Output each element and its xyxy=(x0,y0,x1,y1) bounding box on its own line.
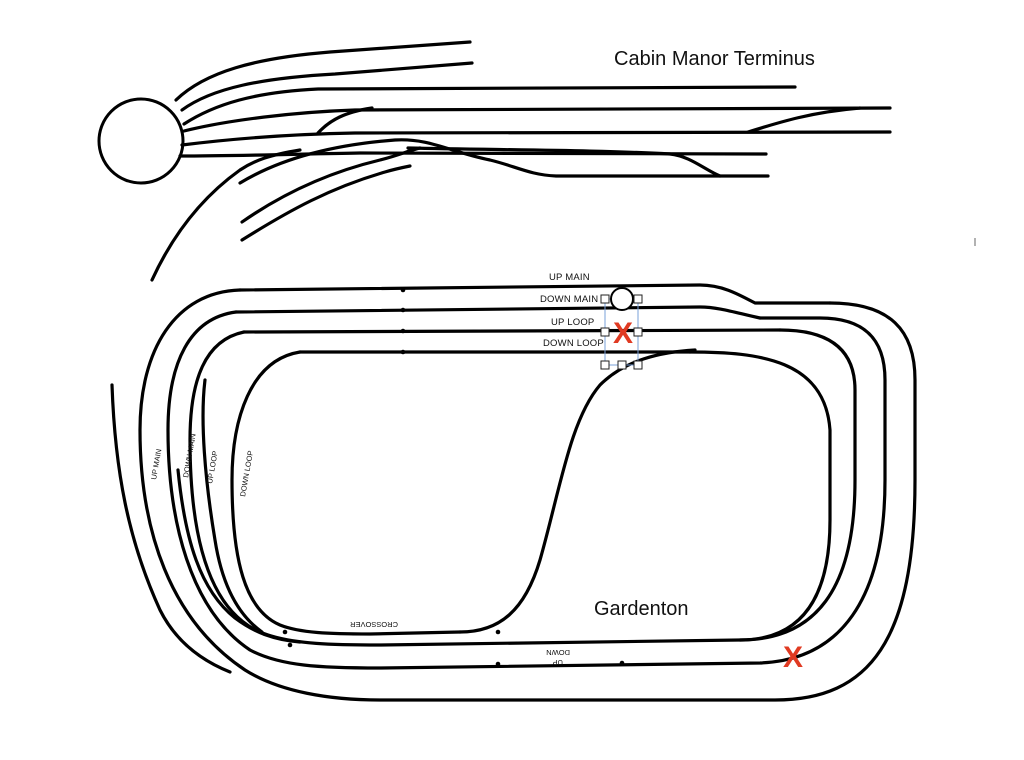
terminus-approach-1 xyxy=(240,146,422,224)
signal-circle-icon xyxy=(610,287,634,311)
terminus-road-1 xyxy=(182,85,797,126)
resize-handle-top-right[interactable] xyxy=(633,294,643,304)
turntable xyxy=(97,97,185,185)
down-main-loop xyxy=(166,310,887,670)
bottom-label-down: DOWN xyxy=(546,648,570,657)
terminus-title: Cabin Manor Terminus xyxy=(614,48,815,70)
resize-handle-bottom-center[interactable] xyxy=(617,360,627,370)
gardenton-layout: UP MAIN DOWN MAIN UP LOOP DOWN LOOP UP M… xyxy=(110,272,917,702)
terminus-siding-1 xyxy=(174,40,472,102)
terminus-fan-1 xyxy=(316,106,374,135)
resize-handle-mid-left[interactable] xyxy=(600,327,610,337)
resize-handle-bottom-left[interactable] xyxy=(600,360,610,370)
left-diagonal-2 xyxy=(176,468,302,644)
crossover-label: CROSSOVER xyxy=(349,620,398,629)
resize-handle-mid-right[interactable] xyxy=(633,327,643,337)
up-loop-top xyxy=(242,328,782,334)
bottom-label-up: UP xyxy=(553,658,563,667)
up-loop-loop xyxy=(188,328,857,647)
terminus-road-2 xyxy=(182,106,892,133)
left-diagonal-1 xyxy=(201,378,264,634)
terminus-approach-2 xyxy=(240,164,412,242)
down-loop-loop xyxy=(230,350,462,636)
terminus-fan-2 xyxy=(238,138,770,185)
terminus-outbound-curve xyxy=(150,148,302,282)
resize-handle-bottom-right[interactable] xyxy=(633,360,643,370)
x-mark-top: X xyxy=(613,317,633,350)
x-mark-bottom-right: X xyxy=(783,641,803,674)
label-up-main: UP MAIN xyxy=(549,272,590,283)
terminus-road-3 xyxy=(180,130,892,147)
label-down-main: DOWN MAIN xyxy=(540,294,598,305)
terminus-siding-2 xyxy=(180,61,474,112)
down-main-top xyxy=(234,305,762,320)
terminus-crossover-right xyxy=(746,106,862,134)
left-label-down-main: DOWN MAIN xyxy=(181,433,198,478)
terminus-fan-3 xyxy=(406,146,722,178)
up-main-loop xyxy=(138,288,917,702)
left-approach-curve xyxy=(110,383,232,674)
gardenton-title: Gardenton xyxy=(594,598,689,620)
crossover-s-curve xyxy=(458,348,697,634)
resize-handle-top-left[interactable] xyxy=(600,294,610,304)
left-label-down-loop: DOWN LOOP xyxy=(238,450,255,498)
left-label-up-main: UP MAIN xyxy=(149,448,163,480)
up-main-top xyxy=(238,283,832,305)
inner-right-loop xyxy=(688,350,832,642)
selected-signal-object[interactable] xyxy=(600,287,643,370)
label-down-loop: DOWN LOOP xyxy=(543,338,604,349)
section-markers xyxy=(282,287,625,667)
left-label-up-loop: UP LOOP xyxy=(205,450,220,484)
terminus-area: Cabin Manor Terminus xyxy=(97,40,892,282)
label-up-loop: UP LOOP xyxy=(551,317,594,328)
